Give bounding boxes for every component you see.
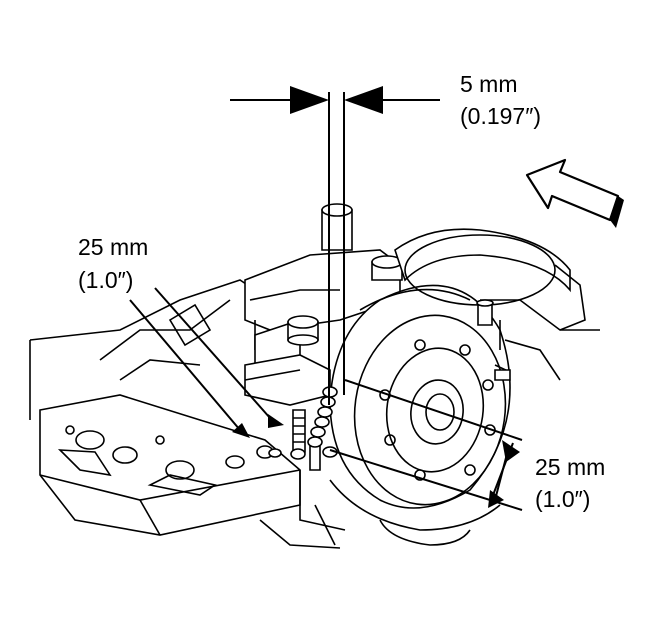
bolt-top-left bbox=[287, 315, 319, 346]
sealant-bead bbox=[268, 386, 338, 460]
right-callout-leaders bbox=[329, 379, 523, 511]
bolt-upper-stem bbox=[321, 203, 353, 251]
right-callout-value: 25 mm bbox=[535, 454, 605, 480]
bell-housing bbox=[394, 228, 600, 350]
left-callout-value: 25 mm bbox=[78, 234, 148, 260]
direction-arrow-icon bbox=[525, 158, 624, 228]
stud-left bbox=[292, 409, 306, 453]
left-callout-leaders bbox=[129, 287, 284, 438]
right-callout-inch: (1.0″) bbox=[535, 486, 590, 512]
left-callout-inch: (1.0″) bbox=[78, 267, 133, 293]
top-callout-value: 5 mm bbox=[460, 71, 518, 97]
five-mm-guide-lines bbox=[328, 92, 345, 405]
engine-block-illustration bbox=[29, 203, 600, 549]
top-callout-inch: (0.197″) bbox=[460, 103, 541, 129]
dimension-arrow-icon bbox=[230, 86, 440, 114]
bolt-top-right bbox=[371, 255, 403, 281]
